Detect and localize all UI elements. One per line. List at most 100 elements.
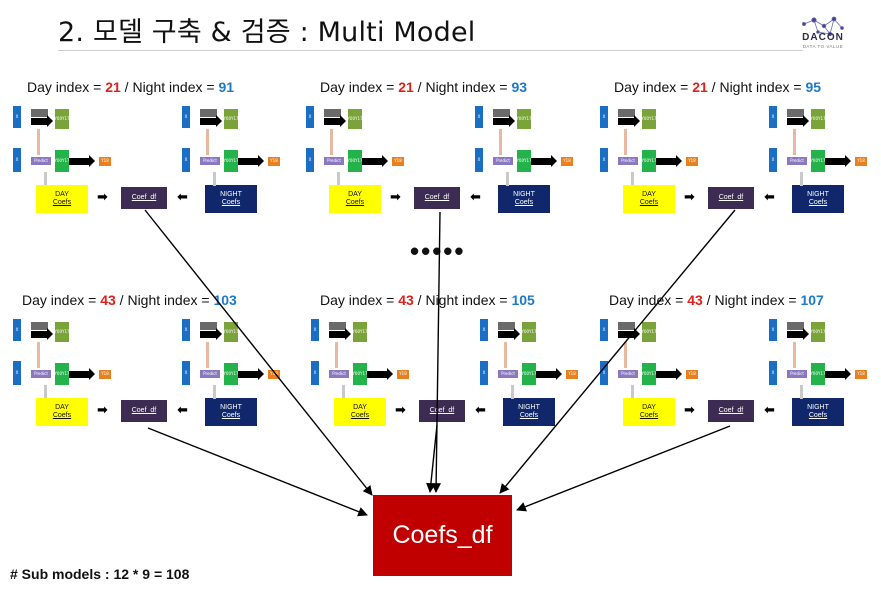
night-connector-2 — [213, 385, 216, 399]
day-x-block: X — [311, 319, 319, 341]
day-connector-2 — [337, 172, 340, 186]
sub-model-panel: Day index = 43 / Night index = 105 X Y00… — [311, 292, 595, 452]
day-input-block — [31, 109, 48, 117]
day-index-value: 21 — [105, 79, 121, 95]
day-y18-block: Y18 — [99, 157, 111, 166]
night-connector — [504, 342, 507, 368]
day-out-arrow — [656, 155, 682, 167]
night-y18-block: Y18 — [566, 370, 578, 379]
night-index-value: 105 — [511, 292, 535, 308]
night-predict-block: Predict — [787, 157, 807, 165]
sub-model-panel: Day index = 43 / Night index = 107 X Y00… — [600, 292, 881, 452]
left-arrow-icon: ⬅ — [764, 189, 775, 204]
night-x-block: X — [475, 106, 483, 128]
night-x2-block: X — [480, 361, 488, 385]
night-predict-block: Predict — [787, 370, 807, 378]
night-x-block: X — [182, 106, 190, 128]
left-arrow-icon: ⬅ — [470, 189, 481, 204]
day-arrow — [324, 115, 346, 127]
day-input-block — [618, 322, 635, 330]
day-connector — [624, 342, 627, 368]
day-input-block — [324, 109, 341, 117]
night-connector — [793, 129, 796, 155]
night-input-block — [787, 109, 804, 117]
day-index-value: 21 — [398, 79, 414, 95]
panel-header: Day index = 43 / Night index = 103 — [22, 292, 237, 308]
left-arrow-icon: ⬅ — [764, 402, 775, 417]
day-arrow — [31, 115, 53, 127]
coef-df-box: Coef_df — [121, 400, 167, 422]
day-x-block: X — [600, 319, 608, 341]
right-arrow-icon: ➡ — [395, 402, 406, 417]
day-out-arrow — [362, 155, 388, 167]
day-predict-block: Predict — [324, 157, 344, 165]
day-input-block — [618, 109, 635, 117]
coef-df-box: Coef_df — [121, 187, 167, 209]
night-out-arrow — [531, 155, 557, 167]
night-x-block: X — [182, 319, 190, 341]
day-connector-2 — [631, 385, 634, 399]
panel-header: Day index = 43 / Night index = 107 — [609, 292, 824, 308]
train-note: · — [157, 119, 158, 123]
day-predict-block: Predict — [618, 370, 638, 378]
right-arrow-icon: ➡ — [684, 189, 695, 204]
sub-model-panel: Day index = 43 / Night index = 103 X Y00… — [13, 292, 297, 452]
day-index-value: 21 — [692, 79, 708, 95]
night-connector-2 — [511, 385, 514, 399]
night-predict-block: Predict — [498, 370, 518, 378]
page-title: 2. 모델 구축 & 검증 : Multi Model — [58, 17, 476, 48]
day-y18-block: Y18 — [99, 370, 111, 379]
night-index-value: 93 — [511, 79, 528, 95]
day-x2-block: X — [600, 148, 608, 172]
day-connector-2 — [631, 172, 634, 186]
night-connector-2 — [506, 172, 509, 186]
night-arrow — [787, 115, 809, 127]
day-x2-block: X — [13, 361, 21, 385]
day-x2-block: X — [13, 148, 21, 172]
night-arrow — [498, 328, 520, 340]
night-index-value: 95 — [805, 79, 822, 95]
panel-header: Day index = 43 / Night index = 105 — [320, 292, 535, 308]
night-y18-block: Y18 — [268, 370, 280, 379]
night-out-arrow — [238, 155, 264, 167]
dacon-logo-tagline: DATA TO VALUE — [802, 44, 844, 49]
day-connector — [624, 129, 627, 155]
day-connector-2 — [44, 172, 47, 186]
night-input-block — [200, 322, 217, 330]
night-x2-block: X — [769, 148, 777, 172]
night-x2-block: X — [475, 148, 483, 172]
day-arrow — [329, 328, 351, 340]
right-arrow-icon: ➡ — [684, 402, 695, 417]
night-connector — [499, 129, 502, 155]
day-predict-block: Predict — [329, 370, 349, 378]
night-x-block: X — [769, 319, 777, 341]
night-y18-block: Y18 — [855, 157, 867, 166]
day-connector — [37, 129, 40, 155]
night-input-block — [493, 109, 510, 117]
right-arrow-icon: ➡ — [97, 189, 108, 204]
day-input-block — [31, 322, 48, 330]
day-index-value: 43 — [100, 292, 116, 308]
day-x2-block: X — [306, 148, 314, 172]
day-predict-block: Predict — [31, 157, 51, 165]
night-out-arrow — [825, 368, 851, 380]
day-x2-block: X — [600, 361, 608, 385]
day-x-block: X — [306, 106, 314, 128]
day-index-value: 43 — [398, 292, 414, 308]
